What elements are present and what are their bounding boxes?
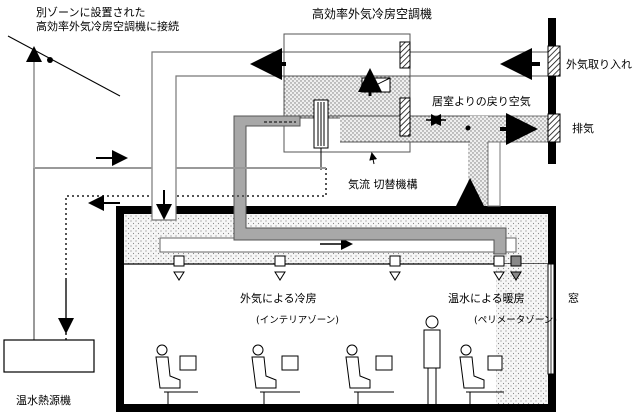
- return-damper: [399, 97, 411, 137]
- return-air-label: 居室よりの戻り空気: [432, 95, 531, 108]
- perimeter-zone-area: [496, 264, 548, 404]
- other-zone-label-1: 別ゾーンに設置された: [36, 6, 146, 19]
- diffusers: [173, 255, 522, 281]
- main-air-handling-unit: [233, 33, 507, 255]
- occupant-3: [345, 344, 394, 404]
- outer-wall-openings: [547, 18, 561, 164]
- occupant-standing: [423, 315, 441, 404]
- main-unit-label: 高効率外気冷房空調機: [312, 7, 433, 21]
- occupant-1: [155, 344, 198, 404]
- diffuser-4: [493, 255, 505, 281]
- hot-water-piping: [7, 35, 327, 340]
- cooling-label: 外気による冷房: [240, 292, 317, 305]
- window-label: 窓: [568, 292, 579, 305]
- heat-source-label: 温水熱源機: [16, 394, 71, 407]
- diffuser-perimeter: [510, 255, 522, 281]
- damper-pointer: [369, 152, 378, 165]
- other-zone-label-2: 高効率外気冷房空調機に接続: [36, 20, 179, 33]
- roof-slab: [116, 206, 556, 214]
- hot-water-heat-source: [3, 339, 95, 373]
- diffuser-3: [389, 255, 401, 281]
- diffuser-1: [173, 255, 185, 281]
- heating-label: 温水による暖房: [448, 292, 525, 305]
- floor-slab: [116, 404, 556, 412]
- occupants: [155, 315, 504, 404]
- left-wall: [116, 206, 124, 412]
- hot-water-duct: [233, 115, 507, 255]
- occupant-4: [459, 344, 504, 404]
- intake-damper: [399, 41, 411, 69]
- diffuser-2: [274, 255, 286, 281]
- interior-zone-label: (インテリアゾーン): [256, 315, 339, 326]
- outside-air-intake-label: 外気取り入れ: [566, 58, 632, 71]
- flow-arrows: [156, 48, 540, 220]
- perimeter-zone-label: (ペリメータゾーン): [474, 315, 557, 326]
- damper-mechanism-label: 気流 切替機構: [348, 178, 418, 191]
- exhaust-label: 排気: [572, 122, 594, 135]
- other-zone-connection: [7, 35, 121, 97]
- occupant-2: [251, 344, 300, 404]
